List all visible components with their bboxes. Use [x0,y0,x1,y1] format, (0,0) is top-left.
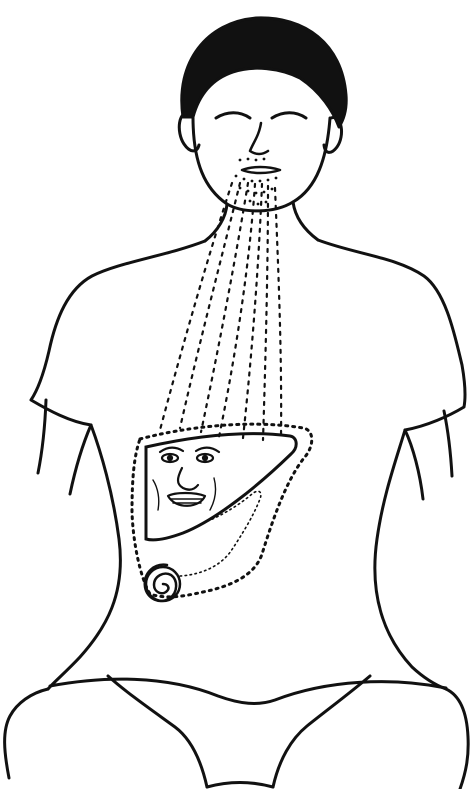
lap-top [50,679,446,703]
angry-face [153,448,219,510]
right-leg [446,689,468,789]
nose [250,123,268,154]
head [179,18,346,241]
right-sleeve-inner [444,411,452,476]
left-shoulder [31,241,205,425]
lap-bottom [207,783,273,788]
liver-face [132,424,312,597]
torso [31,240,465,689]
mouth [242,167,280,173]
lap-center-left [108,676,207,787]
hair [182,18,346,127]
right-eye [272,113,306,118]
left-body-side [48,425,120,689]
lap [5,676,469,789]
right-arm-line [405,430,423,499]
liver-inner-dots [180,491,261,576]
lap-center-right [273,676,370,787]
left-eye [216,113,250,118]
right-shoulder [318,240,465,430]
neck-right [293,202,318,240]
chin-dots [235,158,278,206]
left-sleeve-inner [38,400,46,473]
right-body-side [375,430,446,689]
liver-solid [146,434,296,540]
left-leg [5,689,48,778]
left-arm-line [70,425,91,494]
